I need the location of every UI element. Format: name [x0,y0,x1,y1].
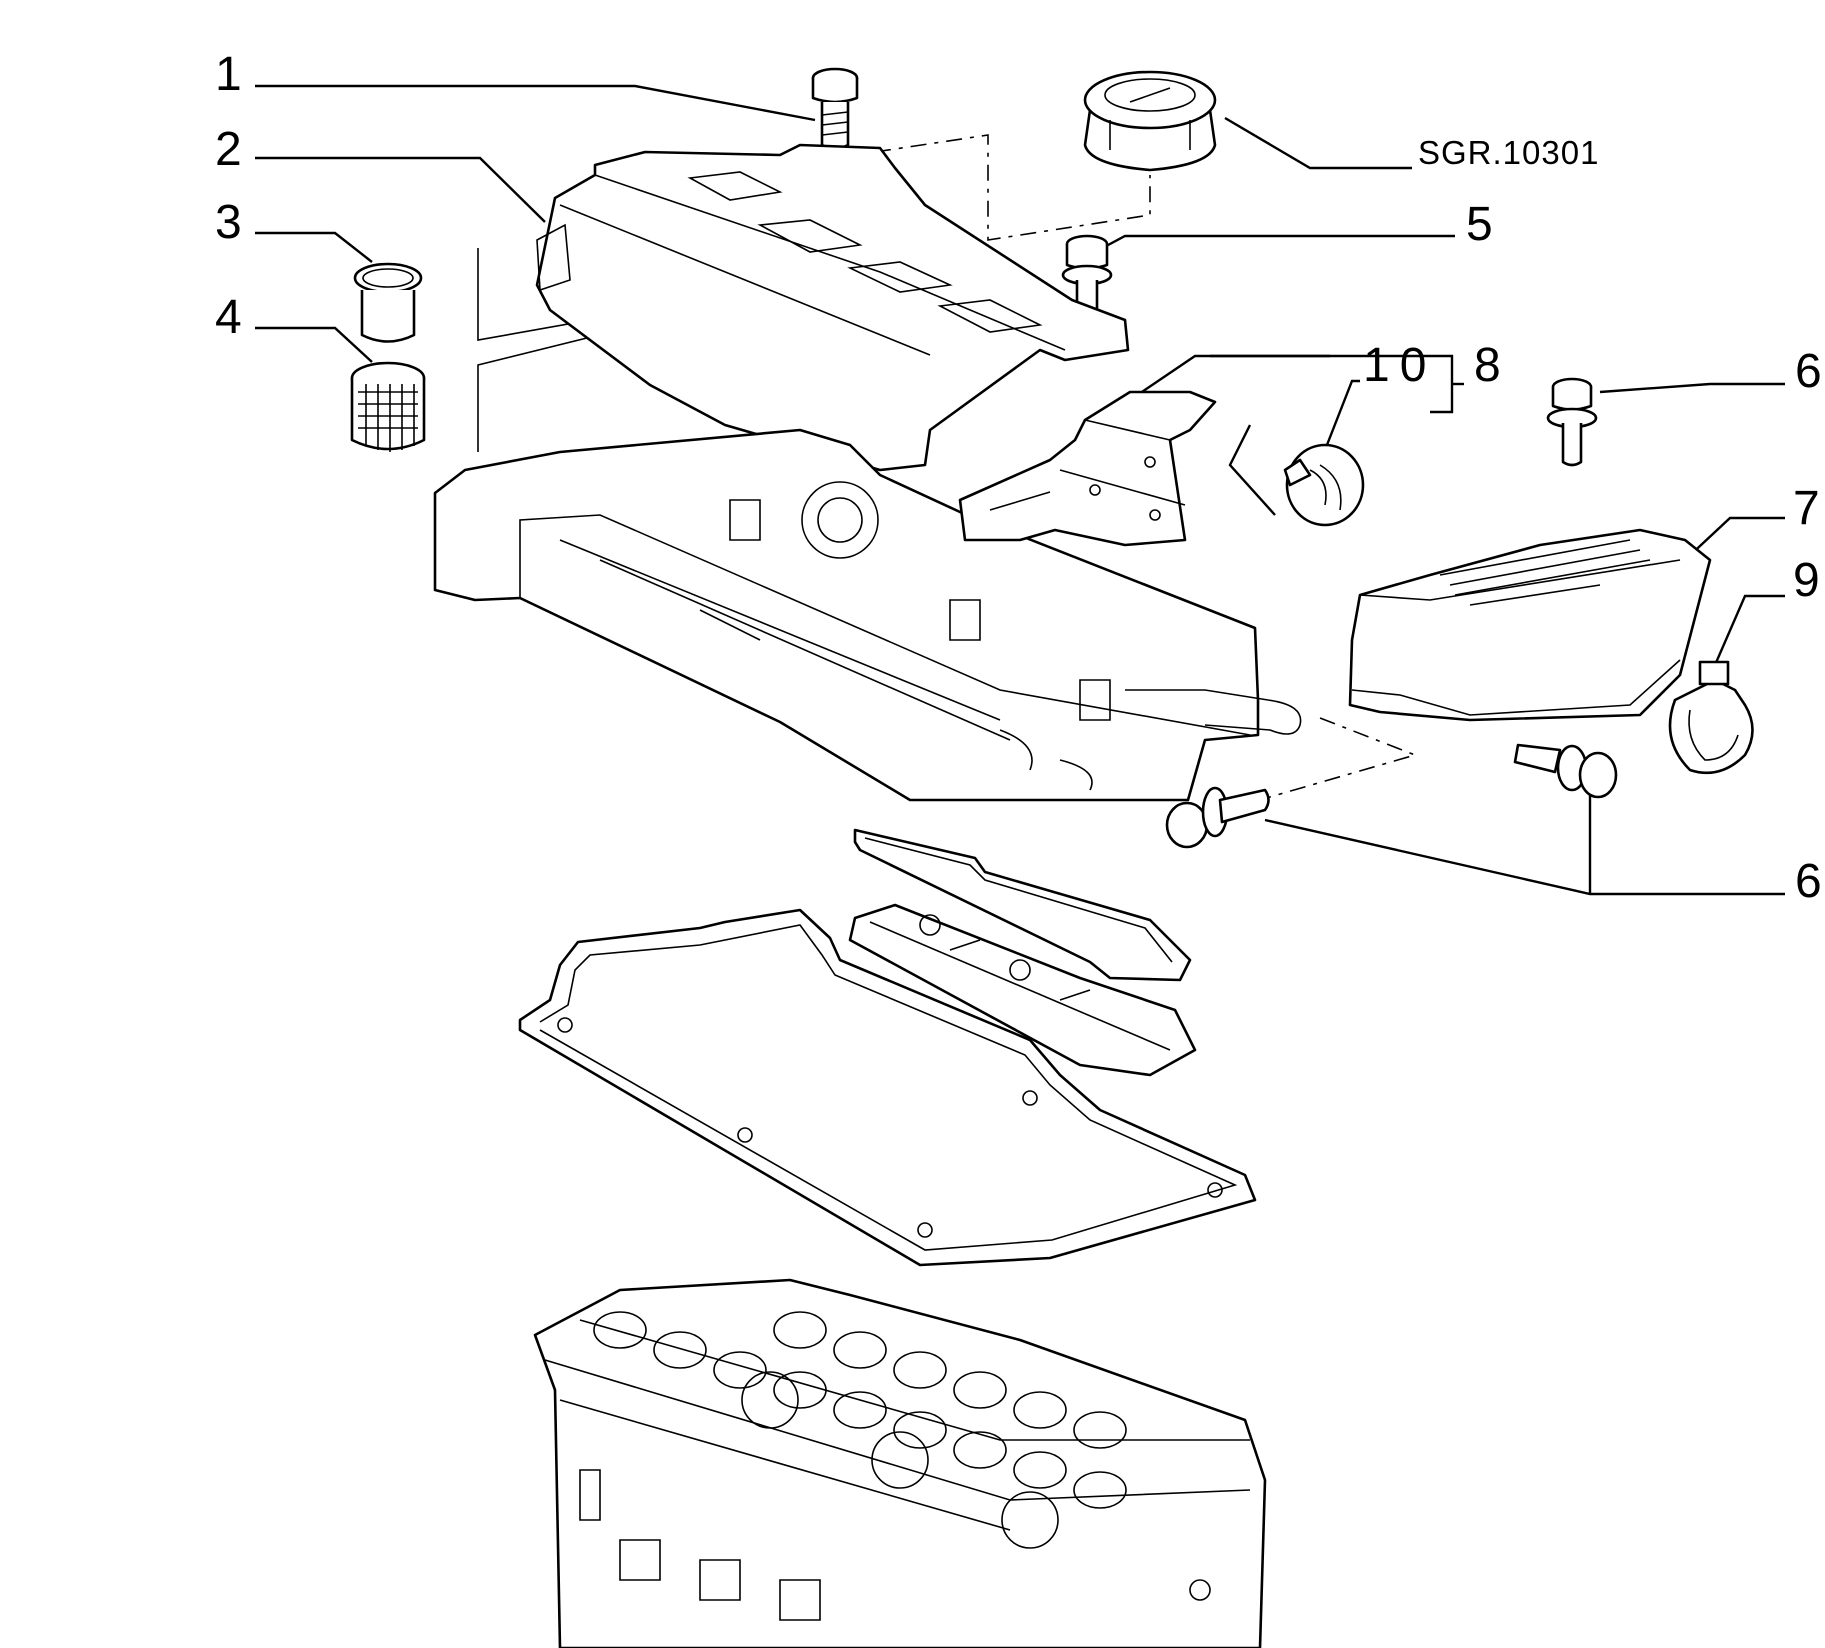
gasket-large [518,908,1257,1267]
bolt-item-6-lower-right [1513,743,1618,799]
clip-item-10 [1283,443,1365,527]
pipe-clamp-item-9 [1668,660,1754,775]
gasket-middle [848,903,1197,1077]
callout-2: 2 [215,123,242,176]
callout-1: 1 [215,48,242,101]
bolt-item-1 [811,67,859,150]
callout-3: 3 [215,196,242,249]
bolt-item-6-lower-left [1165,786,1270,849]
callout-8: 8 [1474,339,1501,392]
reference-code: SGR.10301 [1418,134,1599,171]
cover-plate-item-2 [535,143,1130,472]
bracket-item-8 [958,390,1217,547]
cover-item-7 [1348,528,1712,722]
callout-4: 4 [215,291,242,344]
leader-lines [255,84,1785,896]
camshaft-lobes [593,1311,1127,1509]
callout-9: 9 [1793,554,1820,607]
callout-6-bottom: 6 [1795,855,1822,908]
callout-10: 10 [1363,339,1436,392]
callout-7: 7 [1793,482,1820,535]
callout-5: 5 [1466,198,1493,251]
oil-filler-cap [1083,70,1217,172]
callout-6-top: 6 [1795,345,1822,398]
alignment-lines [874,134,1418,811]
gasket-upper [853,828,1192,982]
bolt-item-6-top [1546,377,1598,467]
filter-cap-item-3 [353,262,423,343]
mesh-filter-item-4 [350,361,426,452]
cylinder-head-camshafts [533,1278,1267,1648]
cylinder-head-cover [433,428,1302,802]
